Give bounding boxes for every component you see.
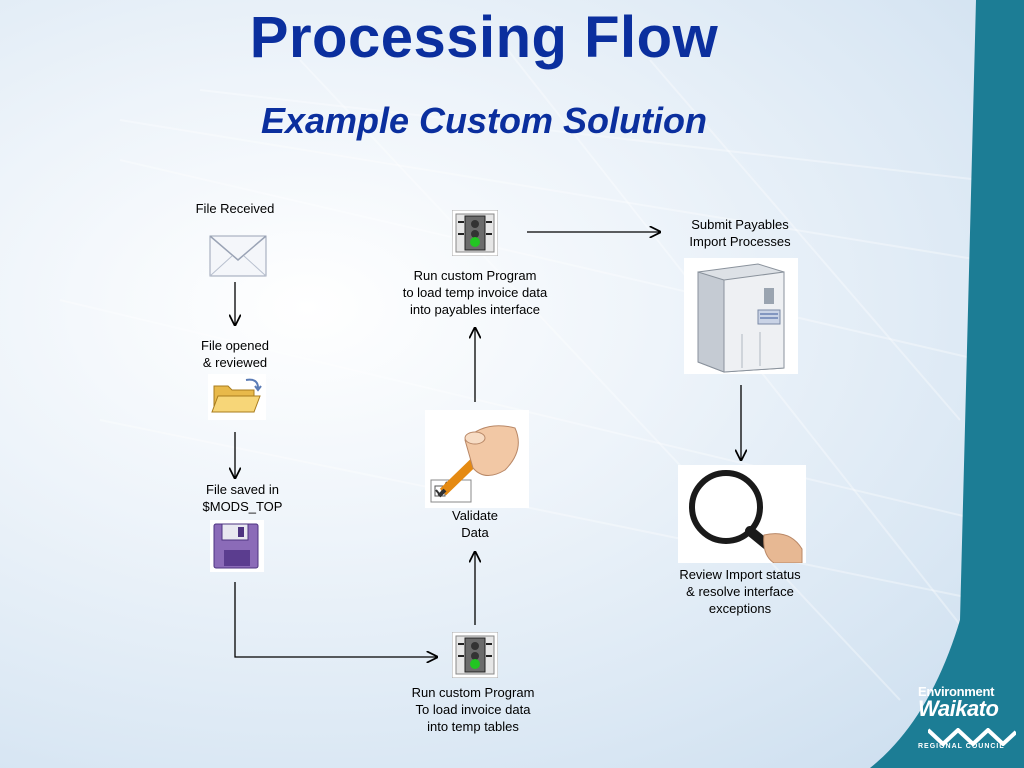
slide-subtitle: Example Custom Solution: [260, 100, 708, 141]
open-folder-icon: [208, 374, 266, 420]
program-traffic-light-icon: [452, 210, 498, 256]
label-file-saved: File saved in $MODS_TOP: [202, 482, 283, 514]
label-run-interface: Run custom Program to load temp invoice …: [402, 268, 548, 317]
label-file-opened: File opened & reviewed: [201, 338, 269, 370]
wave-icon: [928, 728, 1016, 746]
logo-line1: Environment: [918, 684, 995, 699]
slide-title: Processing Flow: [249, 5, 719, 70]
envelope-icon: [209, 235, 267, 277]
floppy-disk-icon: [210, 520, 264, 572]
logo-line3: REGIONAL COUNCIL: [918, 743, 1005, 750]
server-icon: [684, 258, 798, 374]
arrow-saved-to-run-temp: [234, 582, 437, 657]
program-traffic-light-icon: [452, 632, 498, 678]
label-run-temp: Run custom Program To load invoice data …: [411, 685, 535, 734]
hand-checkmark-icon: [425, 410, 529, 508]
logo-line2: Waikato: [918, 696, 999, 721]
label-submit-import: Submit Payables Import Processes: [689, 217, 791, 249]
environment-waikato-logo: Environment Waikato REGIONAL COUNCIL: [918, 684, 1018, 750]
label-file-received: File Received: [195, 201, 275, 216]
magnifying-glass-icon: [678, 465, 806, 563]
label-review-status: Review Import status & resolve interface…: [679, 567, 801, 616]
label-validate: Validate Data: [451, 508, 498, 540]
